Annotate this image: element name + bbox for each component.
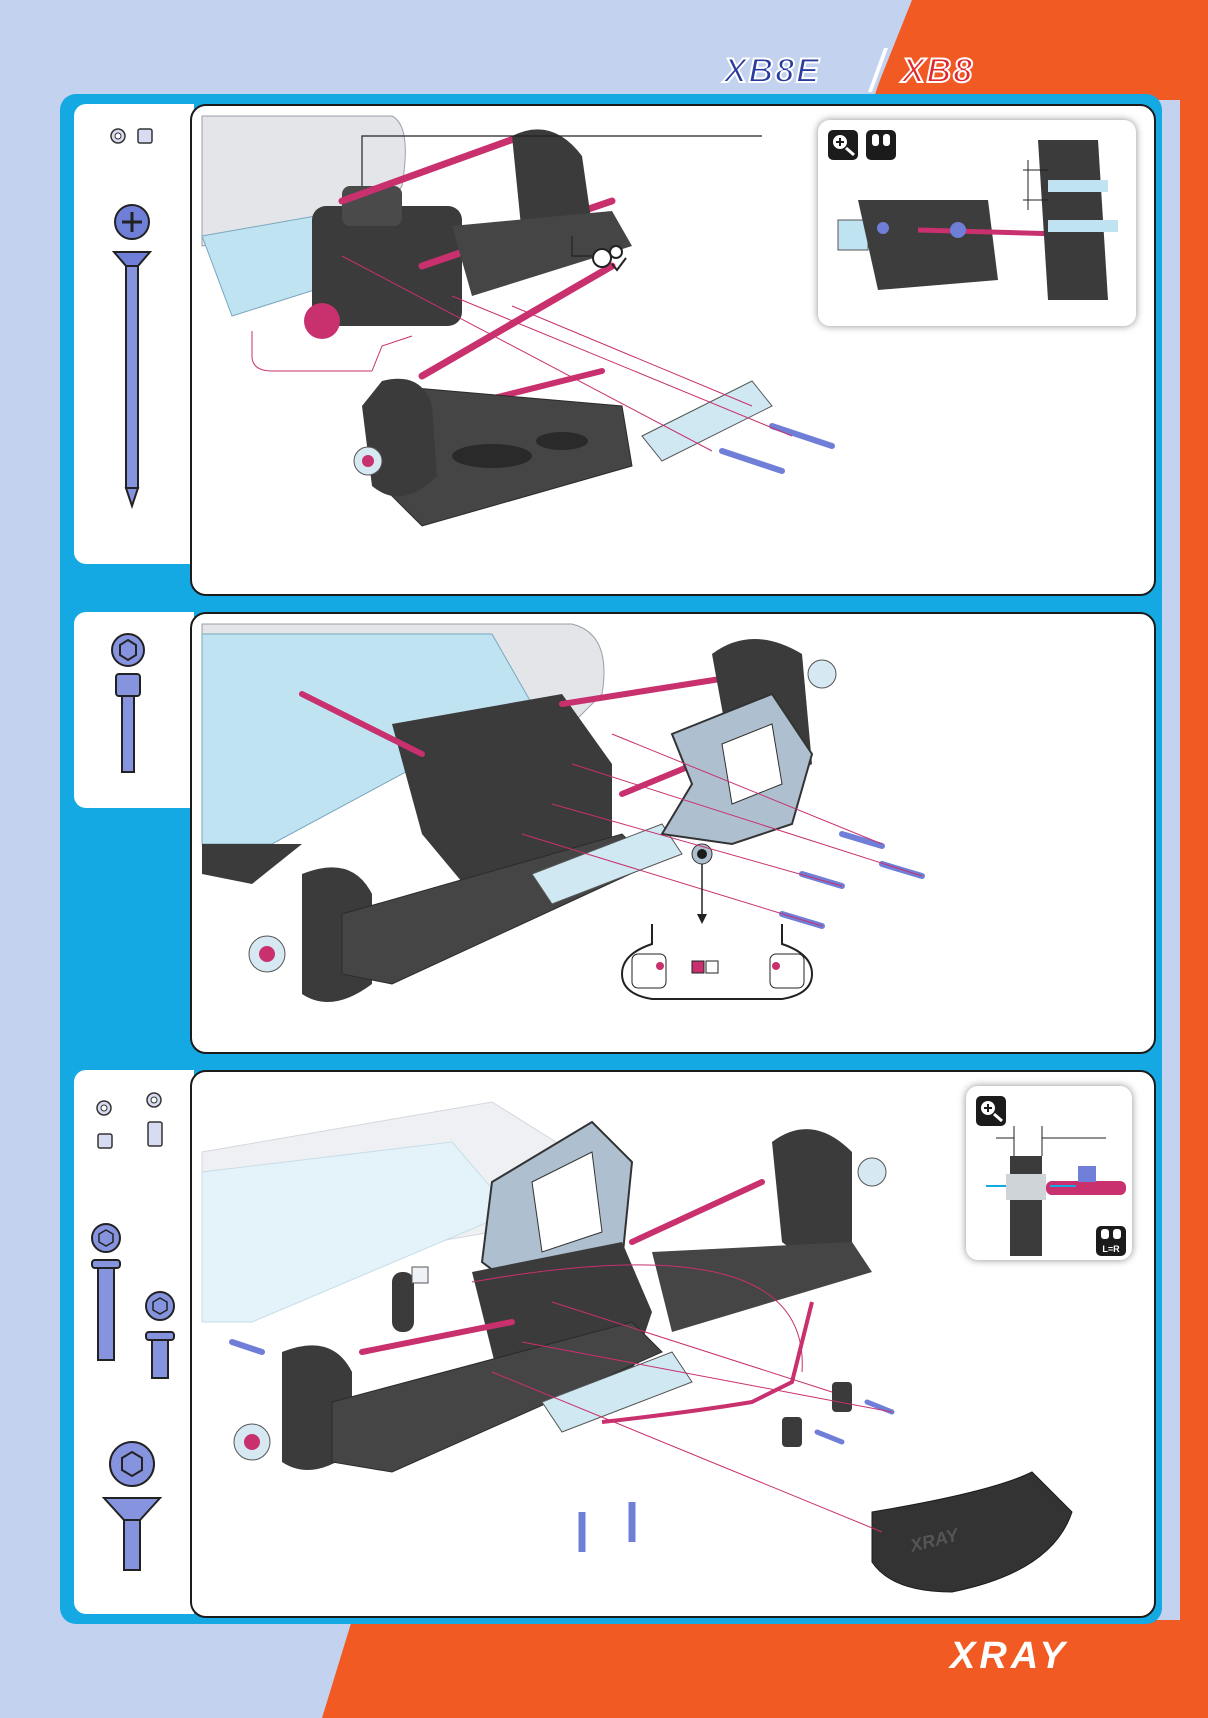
small-washer-icon — [97, 1093, 161, 1115]
parts-panel-step-3 — [74, 1070, 194, 1614]
parts-panel-step-2 — [74, 612, 194, 808]
cap-screw-icon — [112, 634, 144, 772]
step-2-panel — [190, 612, 1156, 1054]
long-pin-icon — [114, 205, 150, 506]
parts-panel-step-1 — [74, 104, 194, 564]
logo-xb8e: XB8E — [724, 52, 821, 91]
pin-icon — [92, 1224, 120, 1360]
pair-parts-icon — [866, 130, 896, 160]
washer-icon — [111, 129, 125, 143]
footer-brand-logo: XRAY — [950, 1635, 1069, 1678]
bumper: XRAY — [872, 1472, 1072, 1592]
step-3-zoom-inset: L=R — [966, 1086, 1132, 1260]
magnifier-icon — [828, 130, 858, 160]
magnifier-icon — [976, 1096, 1006, 1126]
small-spacer-icon — [98, 1122, 162, 1148]
l-equals-r-label: L=R — [1102, 1244, 1120, 1254]
countersunk-screw-icon — [104, 1442, 160, 1570]
logo-xb8: XB8 — [902, 52, 974, 91]
step-1-zoom-inset — [818, 120, 1136, 326]
cap-screw-icon — [146, 1292, 174, 1378]
shock-tower — [662, 694, 812, 864]
shock-tower-hole-detail-icon — [622, 924, 812, 999]
left-right-icon: L=R — [1096, 1226, 1126, 1256]
step-2-illustration — [192, 614, 1154, 1052]
spacer-icon — [138, 129, 152, 143]
